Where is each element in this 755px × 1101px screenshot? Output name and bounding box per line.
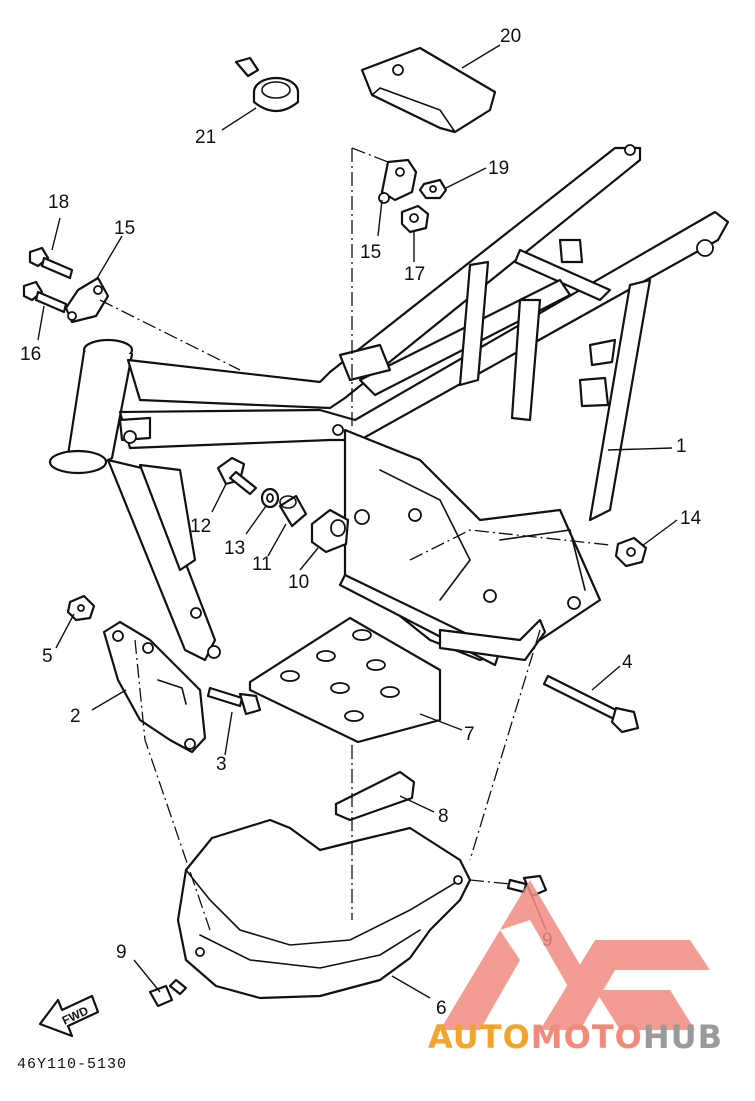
- part-20-pad: [360, 46, 497, 134]
- part-10-bushing: [310, 508, 350, 554]
- callout-8: 8: [438, 806, 449, 827]
- watermark-text-moto: MOTO: [530, 1018, 643, 1056]
- callout-11: 11: [252, 554, 272, 575]
- automotohub-logo-icon: [440, 880, 710, 1030]
- part-16-bolt: [22, 280, 68, 314]
- part-11-collar: [278, 494, 308, 528]
- callout-15-left: 15: [114, 218, 135, 239]
- watermark-text-hub: HUB: [642, 1018, 724, 1056]
- part-3-bolt: [206, 686, 262, 716]
- callout-16: 16: [20, 344, 41, 365]
- callout-21: 21: [195, 127, 216, 148]
- callout-19: 19: [488, 158, 509, 179]
- part-7-plate: [248, 616, 442, 744]
- watermark-text: AUTOMOTOHUB: [428, 1018, 723, 1056]
- leader-lines: [37, 44, 678, 999]
- callout-4: 4: [622, 652, 633, 673]
- callout-9-left: 9: [116, 942, 127, 963]
- callout-5: 5: [42, 646, 53, 667]
- callout-10: 10: [288, 572, 309, 593]
- part-14-nut: [614, 536, 648, 568]
- callout-13: 13: [224, 538, 245, 559]
- alignment-lines: [99, 147, 611, 931]
- part-13-washer: [260, 487, 280, 509]
- part-15-left-bracket: [64, 276, 110, 324]
- callout-2: 2: [70, 706, 81, 727]
- part-8-pad: [334, 770, 416, 822]
- callout-3: 3: [216, 754, 227, 775]
- callout-18: 18: [48, 192, 69, 213]
- part-2-bracket: [102, 620, 207, 754]
- callout-15-upper: 15: [360, 242, 381, 263]
- part-19-nut: [418, 178, 448, 200]
- diagram-code: 46Y110-5130: [17, 1056, 128, 1073]
- part-5-nut: [66, 594, 96, 622]
- part-18-bolt: [28, 246, 74, 280]
- part-9-bolt-left: [148, 978, 188, 1008]
- part-17-collar: [400, 204, 430, 234]
- callout-14: 14: [680, 508, 702, 529]
- part-1-main-frame: [48, 144, 730, 667]
- callout-numbers: 20 21 19 15 17 18 15 16 1 14 12 13 11 10…: [20, 26, 702, 1019]
- callout-6: 6: [436, 998, 447, 1019]
- callout-1: 1: [676, 436, 687, 457]
- part-4-bolt: [542, 674, 640, 734]
- callout-20: 20: [500, 26, 521, 47]
- callout-12: 12: [190, 516, 211, 537]
- part-6-skid-plate: [176, 818, 472, 1000]
- fwd-label: FWD: [60, 1003, 91, 1027]
- callout-7: 7: [464, 724, 475, 745]
- watermark-text-auto: AUTO: [428, 1018, 531, 1056]
- callout-17: 17: [404, 264, 425, 285]
- part-21-cap: [234, 56, 300, 113]
- part-15-upper-bracket: [378, 158, 418, 204]
- fwd-arrow-icon: FWD: [38, 994, 100, 1038]
- part-12-bolt: [216, 456, 258, 496]
